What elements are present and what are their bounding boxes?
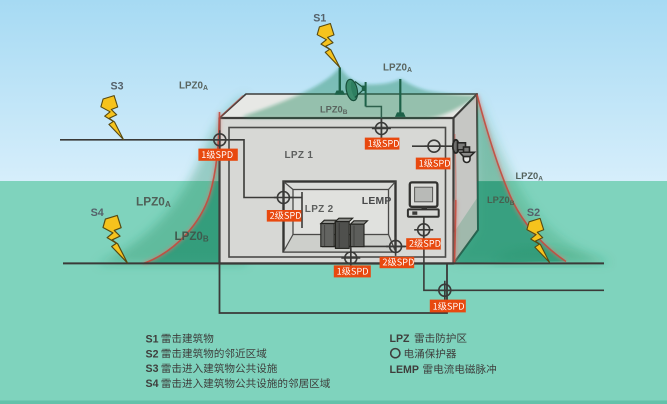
svg-text:LPZ0B: LPZ0B — [487, 195, 515, 207]
svg-text:LEMP: LEMP — [362, 196, 392, 207]
svg-text:S2: S2 — [146, 348, 159, 360]
svg-text:S4: S4 — [146, 378, 159, 390]
svg-text:LPZ0A: LPZ0A — [516, 171, 544, 183]
svg-text:S3: S3 — [111, 81, 124, 93]
svg-text:LPZ0A: LPZ0A — [136, 194, 171, 209]
svg-text:S3: S3 — [146, 363, 159, 375]
svg-text:LPZ0B: LPZ0B — [320, 105, 348, 117]
svg-text:S4: S4 — [91, 207, 104, 219]
svg-text:LPZ0A: LPZ0A — [179, 81, 208, 93]
svg-text:S2: S2 — [527, 207, 540, 219]
svg-text:LPZ 1: LPZ 1 — [285, 150, 314, 161]
svg-text:S1: S1 — [146, 333, 159, 345]
svg-text:LPZ0B: LPZ0B — [175, 230, 209, 244]
svg-text:LPZ 2: LPZ 2 — [305, 204, 334, 215]
svg-text:LEMP: LEMP — [390, 364, 419, 376]
svg-text:LPZ: LPZ — [390, 333, 411, 345]
svg-text:S1: S1 — [313, 13, 326, 25]
svg-text:LPZ0A: LPZ0A — [383, 63, 412, 75]
